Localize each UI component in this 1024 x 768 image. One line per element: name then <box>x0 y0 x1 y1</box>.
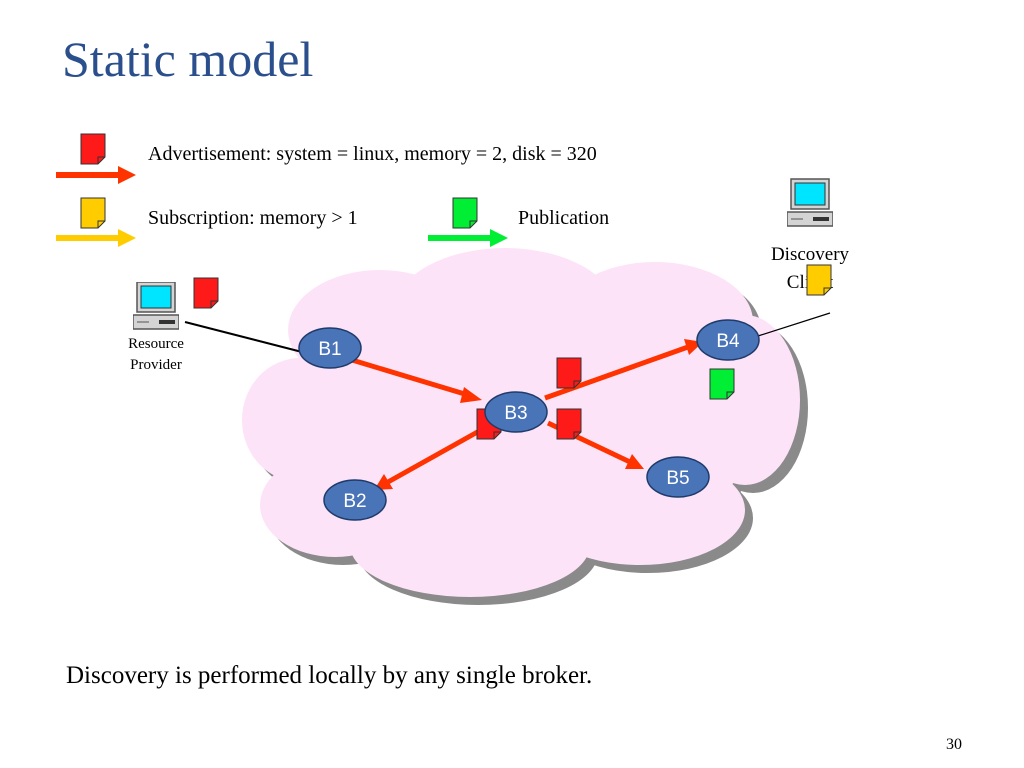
client-link-line <box>757 312 831 337</box>
subscription-legend-icon <box>56 197 136 247</box>
resource-provider-label-line1: Resource <box>128 336 184 352</box>
subscription-legend-label: Subscription: memory > 1 <box>148 207 358 229</box>
resource-provider-computer-icon <box>133 282 179 330</box>
advertisement-doc-icon <box>556 408 582 440</box>
provider-link-line <box>184 321 303 353</box>
discovery-client-label-line1: Discovery <box>771 244 850 265</box>
broker-b2-label: B2 <box>343 491 366 512</box>
publication-legend-icon <box>428 197 508 247</box>
slide-title: Static model <box>62 31 314 87</box>
advertisement-legend-label: Advertisement: system = linux, memory = … <box>148 143 597 165</box>
publication-doc-icon <box>709 368 735 400</box>
subscription-doc-icon <box>806 264 832 296</box>
broker-b5-label: B5 <box>666 468 689 489</box>
broker-b3: B3 <box>484 391 548 433</box>
advertisement-legend-icon <box>56 133 136 184</box>
broker-b4: B4 <box>696 319 760 361</box>
broker-b1-label: B1 <box>318 339 341 360</box>
advertisement-doc-icon <box>556 357 582 389</box>
resource-provider-label-line2: Provider <box>130 357 182 373</box>
broker-b4-label: B4 <box>716 331 740 352</box>
discovery-client-computer-icon <box>787 178 833 227</box>
broker-b2: B2 <box>323 479 387 521</box>
advertisement-arrows <box>351 339 703 490</box>
broker-b3-label: B3 <box>504 403 527 424</box>
slide-footer-text: Discovery is performed locally by any si… <box>66 662 593 689</box>
broker-b5: B5 <box>646 456 710 498</box>
broker-b1: B1 <box>298 327 362 369</box>
publication-legend-label: Publication <box>518 207 610 229</box>
advertisement-doc-icon <box>193 277 219 309</box>
page-number: 30 <box>946 736 962 753</box>
